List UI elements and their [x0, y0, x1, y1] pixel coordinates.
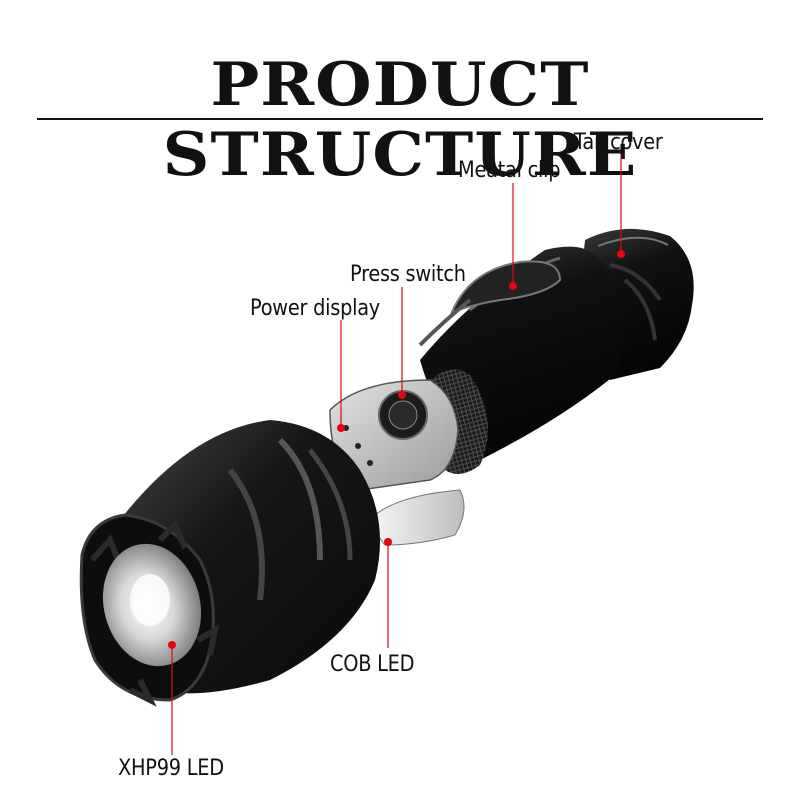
- leader-lines: [171, 155, 622, 755]
- label-power-display: Power display: [250, 296, 381, 321]
- switch-plate: [329, 379, 459, 491]
- marker-cob-led: [384, 538, 392, 546]
- marker-press-switch: [398, 391, 406, 399]
- marker-xhp99-led: [168, 641, 176, 649]
- label-xhp99-led: XHP99 LED: [118, 756, 224, 781]
- label-metal-clip: Meatal clip: [458, 158, 561, 183]
- title-underline: [37, 118, 763, 120]
- marker-tail-cover: [617, 250, 625, 258]
- cob-led-part: [374, 489, 465, 546]
- marker-metal-clip: [509, 282, 517, 290]
- metal-clip-part: [418, 260, 562, 347]
- label-press-switch: Press switch: [350, 262, 466, 287]
- label-tail-cover: Tail cover: [574, 130, 663, 155]
- marker-dots: [168, 250, 625, 649]
- page-title: PRODUCT STRUCTURE: [162, 50, 638, 190]
- label-cob-led: COB LED: [330, 652, 415, 677]
- marker-power-display: [337, 424, 345, 432]
- head-part: [79, 420, 380, 707]
